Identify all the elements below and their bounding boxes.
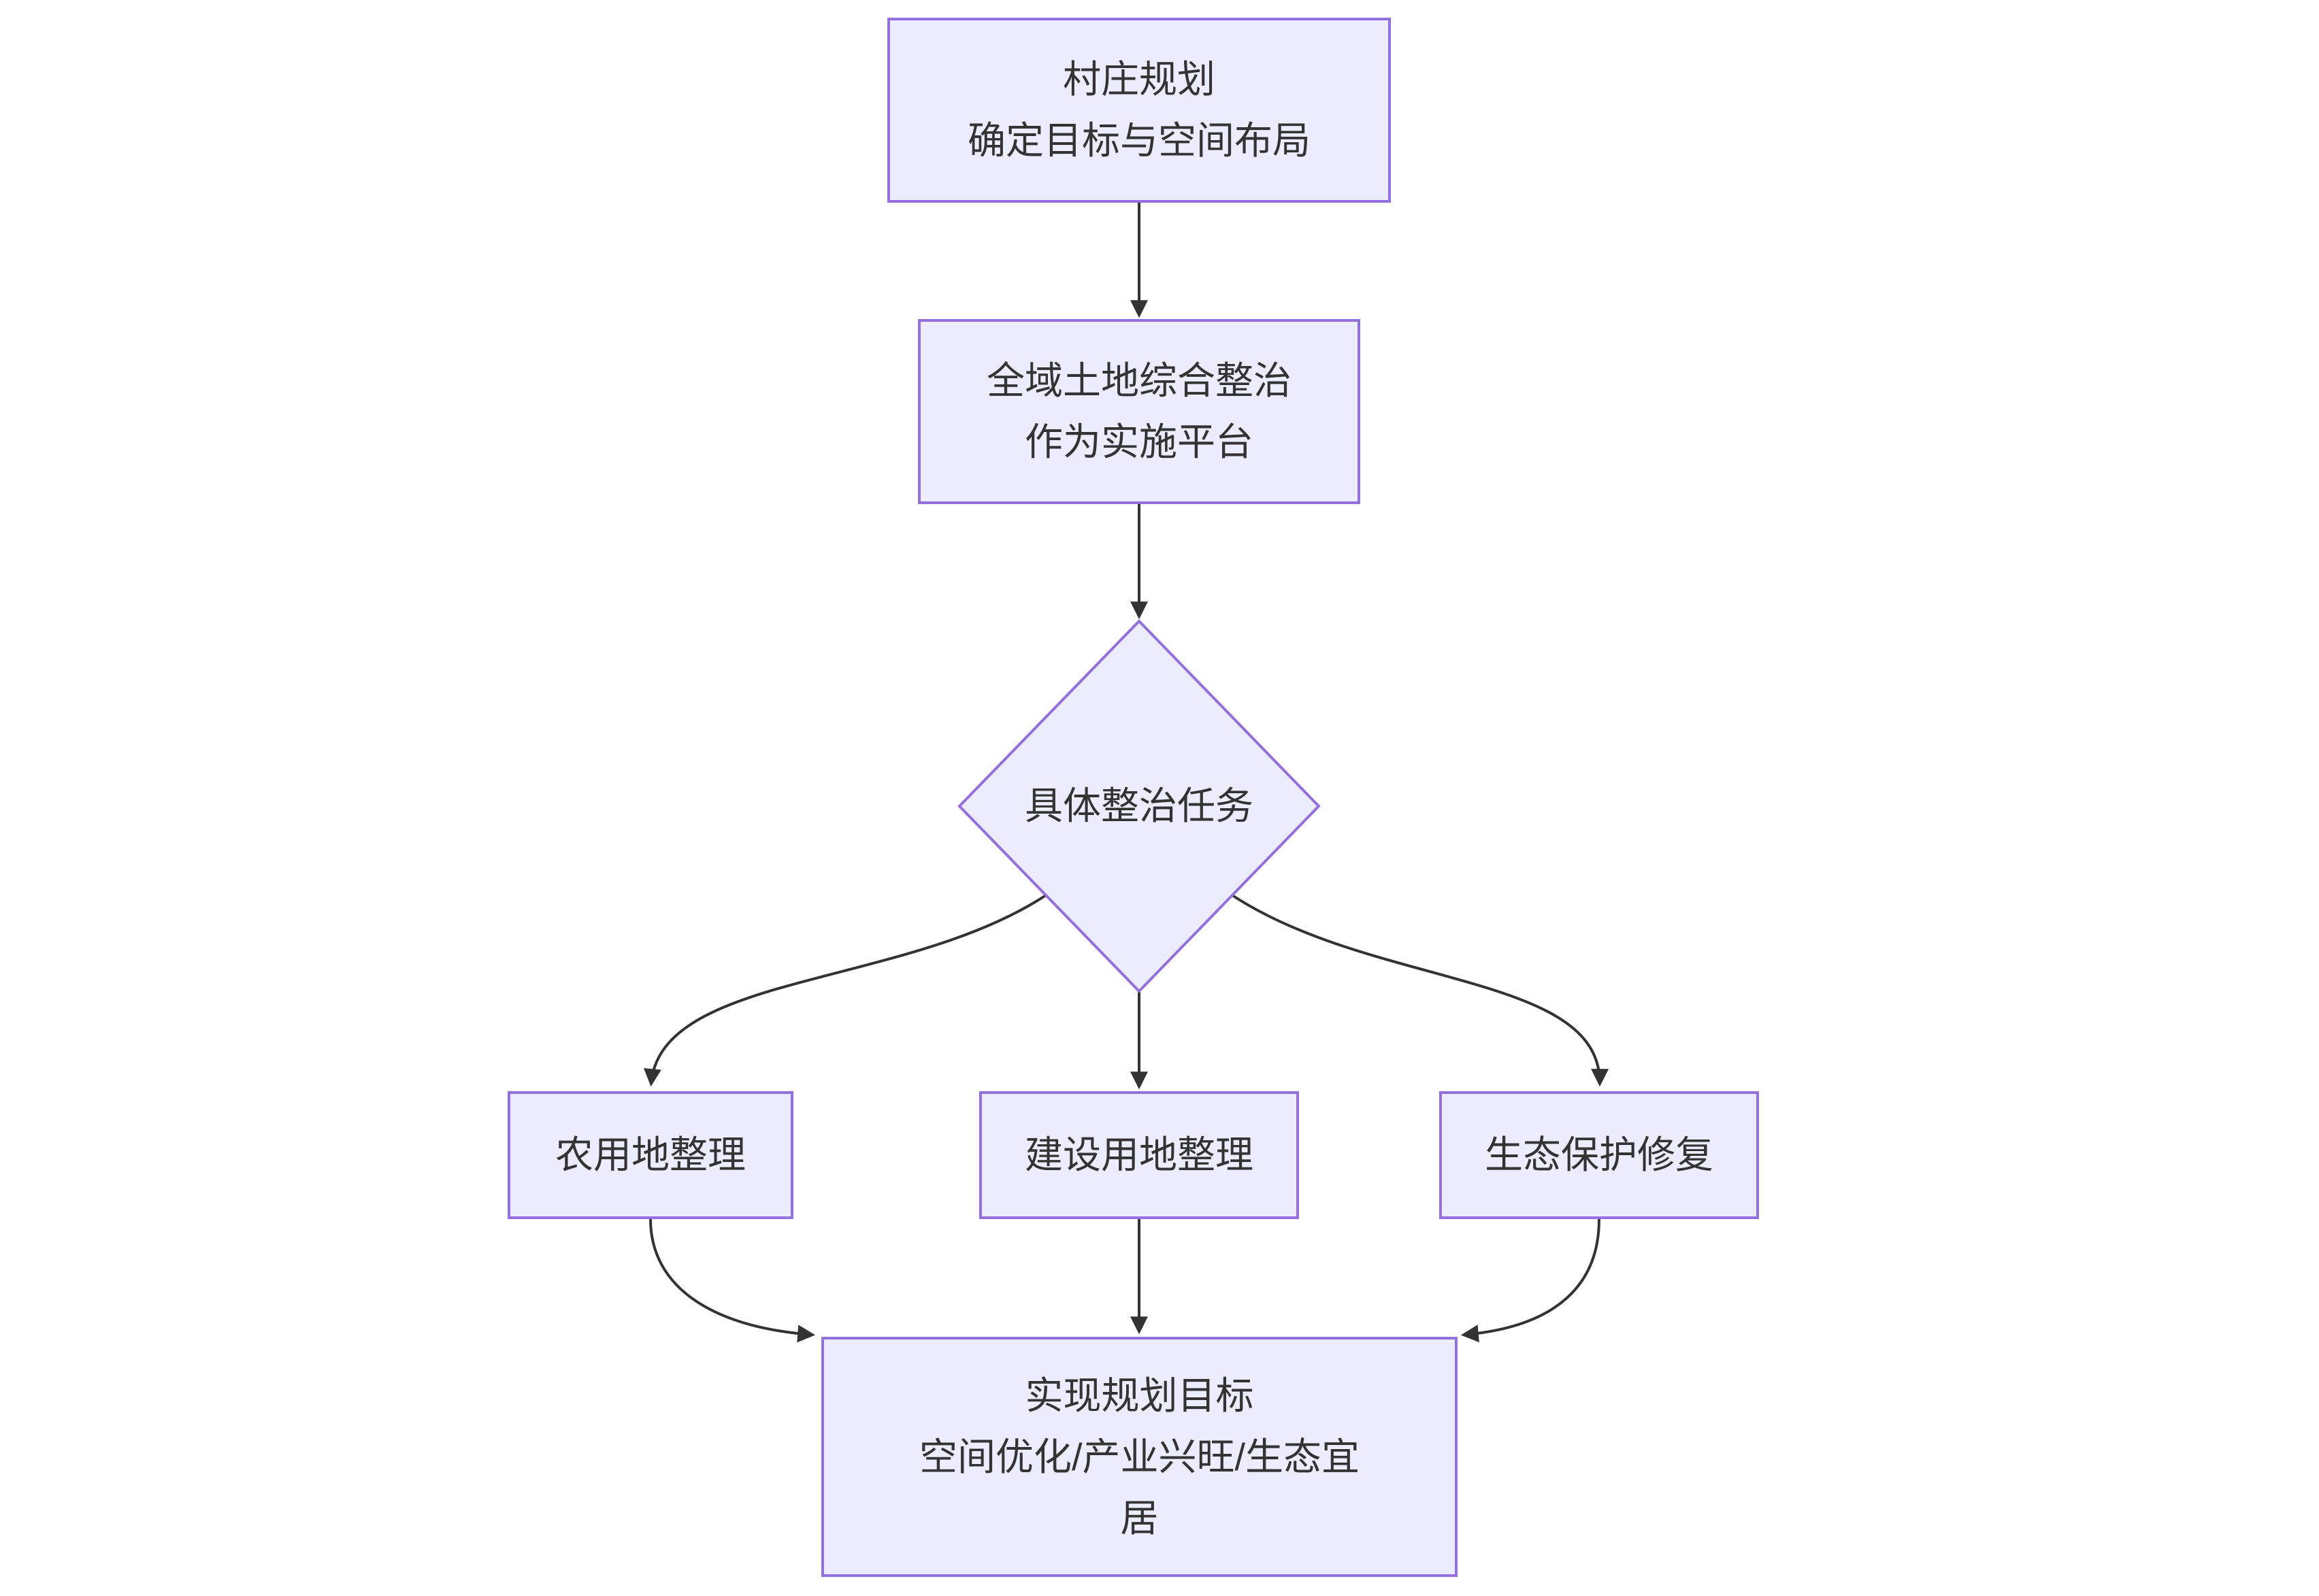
node-planning-goal-line-3: 居 [1120,1496,1159,1540]
edge-tasks-to-ecology [1231,894,1609,1087]
node-village-planning-line-2: 确定目标与空间布局 [968,119,1311,162]
node-planning-goal-line-2: 空间优化/产业兴旺/生态宜 [919,1435,1360,1478]
node-construction-land-consolidation: 建设用地整理 [979,1091,1299,1219]
edge-ecology-to-goal [1460,1218,1600,1343]
node-land-consolidation-line-2: 作为实施平台 [1025,420,1253,463]
node-land-consolidation-line-1: 全域土地综合整治 [987,359,1292,402]
node-ecological-restoration-label: 生态保护修复 [1485,1133,1713,1176]
node-village-planning: 村庄规划 确定目标与空间布局 [887,18,1391,203]
edge-farmland-to-goal [649,1218,816,1343]
node-construction-land-consolidation-label: 建设用地整理 [1025,1133,1253,1176]
node-planning-goal: 实现规划目标 空间优化/产业兴旺/生态宜 居 [821,1337,1458,1577]
node-planning-goal-line-1: 实现规划目标 [1025,1374,1254,1417]
node-farmland-consolidation: 农用地整理 [508,1091,793,1219]
node-village-planning-line-1: 村庄规划 [1063,58,1215,101]
node-ecological-restoration: 生态保护修复 [1439,1091,1759,1219]
edge-tasks-to-farmland [644,894,1047,1087]
decision-diamond-shape [957,619,1321,993]
node-land-consolidation: 全域土地综合整治 作为实施平台 [918,319,1360,504]
node-farmland-consolidation-label: 农用地整理 [555,1133,746,1176]
